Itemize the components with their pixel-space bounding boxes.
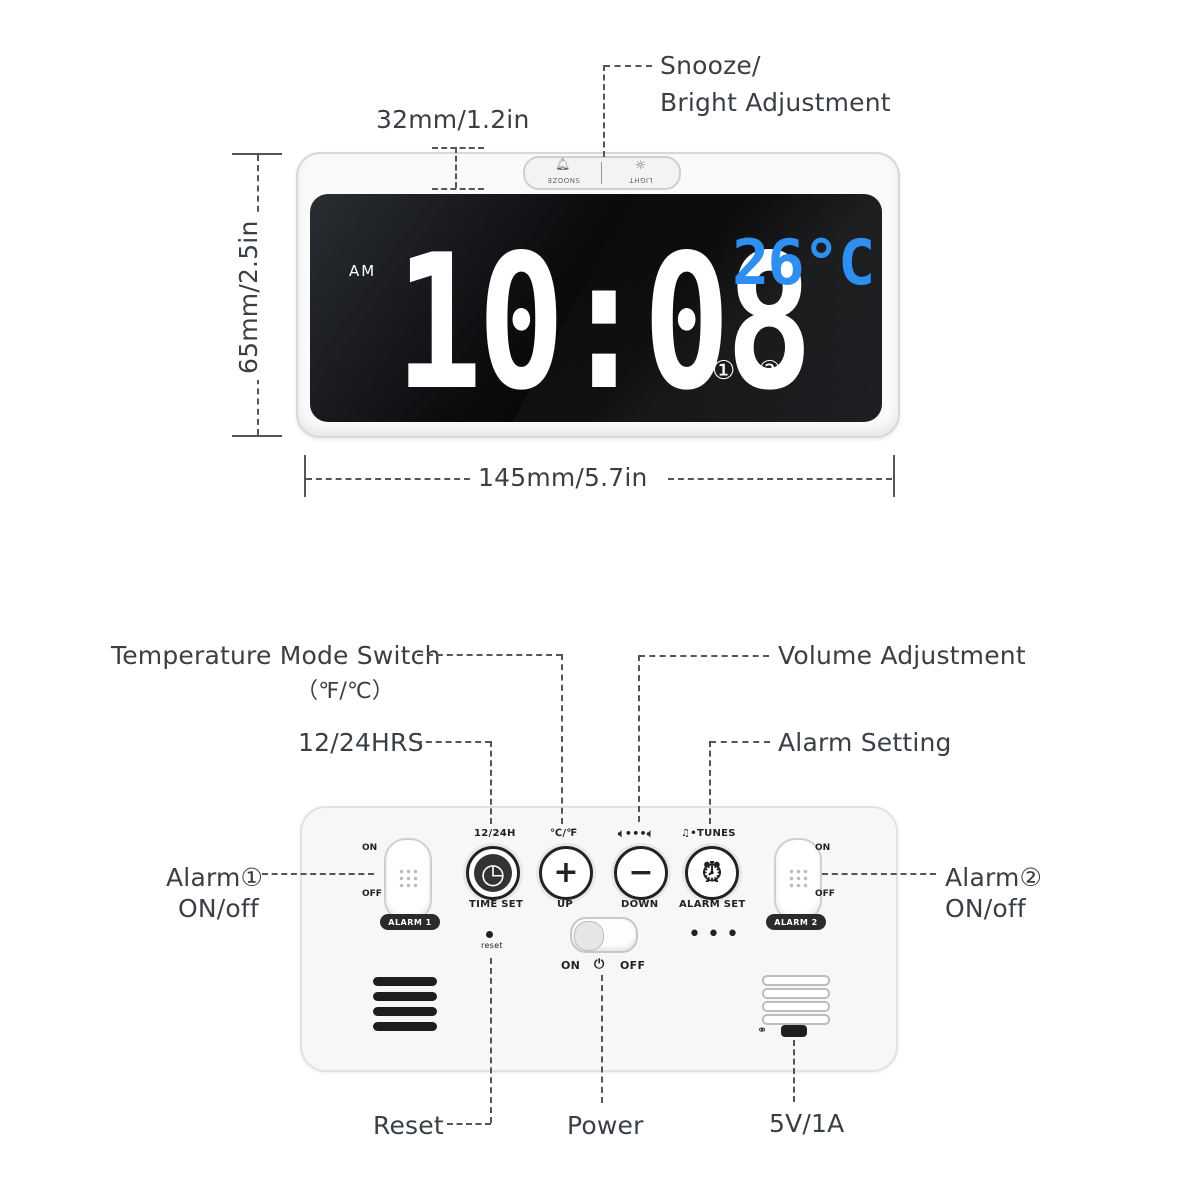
down-bottom-text: DOWN — [621, 899, 659, 910]
light-button-text: LIGHT — [629, 176, 653, 184]
alarm-setting-label: Alarm Setting — [778, 728, 952, 757]
alarm-set-button[interactable]: ⏰︎ — [685, 846, 739, 900]
power-icon: ⏻︎ — [594, 957, 605, 972]
alarm1-leader — [262, 873, 374, 875]
width-tick-right — [893, 455, 895, 497]
vent-bar — [762, 1001, 830, 1012]
plus-icon: + — [553, 855, 579, 890]
display-time: 10:08 — [395, 214, 813, 431]
alarm-setting-leader-h — [710, 741, 770, 743]
usb-label: 5V/1A — [769, 1109, 845, 1138]
up-button[interactable]: + — [539, 846, 593, 900]
vent-bar — [762, 975, 830, 986]
height-tick-top — [232, 153, 282, 155]
power-leader-v — [601, 975, 603, 1103]
minus-icon: − — [628, 855, 654, 890]
snooze-light-button[interactable]: SNOOZE LIGHT 🔔︎ ☼ — [523, 156, 681, 190]
up-bottom-text: UP — [557, 899, 574, 910]
snooze-label-line2: Bright Adjustment — [660, 88, 891, 117]
display-ampm: AM — [349, 262, 377, 280]
clock-mirror-display — [310, 194, 882, 422]
alarm1-indicator-icon: ① — [712, 356, 736, 386]
speaker-grille-bar — [373, 977, 437, 986]
hrs-leader-h — [416, 741, 491, 743]
alarm2-indicator-icon: ② — [758, 356, 782, 386]
power-off-text: OFF — [620, 959, 646, 972]
width-dim-line-left — [306, 478, 470, 480]
temp-mode-leader-h — [417, 654, 562, 656]
snooze-leader-h — [604, 65, 652, 67]
temp-mode-leader-v — [561, 654, 563, 824]
usb-symbol-icon: ⚭ — [757, 1023, 768, 1037]
power-switch-knob — [574, 921, 604, 951]
reset-pinhole[interactable] — [486, 931, 493, 938]
bell-icon: 🔔︎ — [555, 157, 571, 171]
down-button[interactable]: − — [614, 846, 668, 900]
alarm1-switch-grip — [398, 868, 418, 890]
alarm2-off-text: OFF — [815, 889, 835, 899]
reset-label: Reset — [373, 1111, 444, 1140]
usb-port[interactable] — [781, 1025, 807, 1037]
alarm2-leader — [822, 873, 936, 875]
vent-bar — [762, 1014, 830, 1025]
alarm1-label-line1: Alarm① — [166, 863, 264, 892]
display-temperature: 26°C — [732, 226, 875, 299]
reset-leader-h — [447, 1123, 491, 1125]
time-set-bottom-text: TIME SET — [469, 899, 524, 910]
height-label: 65mm/2.5in — [234, 214, 263, 380]
alarm1-on-text: ON — [362, 843, 378, 853]
speaker-grille-bar — [373, 992, 437, 1001]
time-set-top-text: 12/24H — [474, 828, 516, 839]
snooze-label-line1: Snooze/ — [660, 51, 761, 80]
vent-bar — [762, 988, 830, 999]
up-top-text: ℃/℉ — [550, 828, 578, 839]
speaker-grille-bar — [373, 1022, 437, 1031]
snooze-light-divider — [601, 162, 602, 184]
depth-line-bottom — [432, 188, 484, 190]
alarm2-switch-grip — [788, 868, 808, 890]
hrs-leader-v — [490, 741, 492, 824]
alarm-setting-leader-v — [709, 741, 711, 824]
power-label: Power — [567, 1111, 644, 1140]
alarm2-on-text: ON — [815, 843, 831, 853]
depth-line-v — [455, 147, 457, 188]
snooze-button-text: SNOOZE — [547, 176, 580, 184]
alarm1-label-line2: ON/off — [178, 894, 259, 923]
temp-mode-label-line1: Temperature Mode Switch — [111, 641, 441, 670]
width-tick-left — [304, 455, 306, 497]
power-on-text: ON — [561, 959, 581, 972]
reset-small-text: reset — [481, 941, 503, 950]
snooze-leader-v — [603, 65, 605, 157]
clock-icon: ◷ — [474, 854, 512, 892]
depth-line-top — [432, 147, 484, 149]
usb-leader-v — [793, 1040, 795, 1102]
alarm1-slide-switch[interactable] — [384, 838, 432, 922]
height-tick-bottom — [232, 435, 282, 437]
time-set-button[interactable]: ◷ — [466, 846, 520, 900]
power-switch[interactable] — [570, 917, 638, 953]
alarm2-tag: ALARM 2 — [766, 914, 826, 930]
depth-label: 32mm/1.2in — [376, 105, 530, 134]
sun-icon: ☼ — [635, 158, 646, 172]
alarm-set-bottom-text: ALARM SET — [679, 899, 746, 910]
hrs-label: 12/24HRS — [298, 728, 424, 757]
width-label: 145mm/5.7in — [478, 463, 648, 492]
volume-speaker-icon: 🔈︎•••🔈︎ — [618, 827, 654, 840]
volume-leader-h — [639, 655, 769, 657]
indicator-dots: ••• — [688, 922, 745, 947]
alarm-clock-icon: ⏰︎ — [701, 858, 723, 888]
width-dim-line-right — [668, 478, 892, 480]
speaker-grille-bar — [373, 1007, 437, 1016]
alarm1-off-text: OFF — [362, 889, 382, 899]
alarm2-label-line2: ON/off — [945, 894, 1026, 923]
alarm1-tag: ALARM 1 — [380, 914, 440, 930]
alarm2-label-line1: Alarm② — [945, 863, 1043, 892]
reset-leader-v — [490, 958, 492, 1123]
volume-label: Volume Adjustment — [778, 641, 1026, 670]
alarm-set-top-text: ♫•TUNES — [681, 828, 736, 839]
temp-mode-label-line2: （℉/℃） — [296, 679, 395, 704]
alarm2-slide-switch[interactable] — [774, 838, 822, 922]
volume-leader-v — [638, 655, 640, 822]
